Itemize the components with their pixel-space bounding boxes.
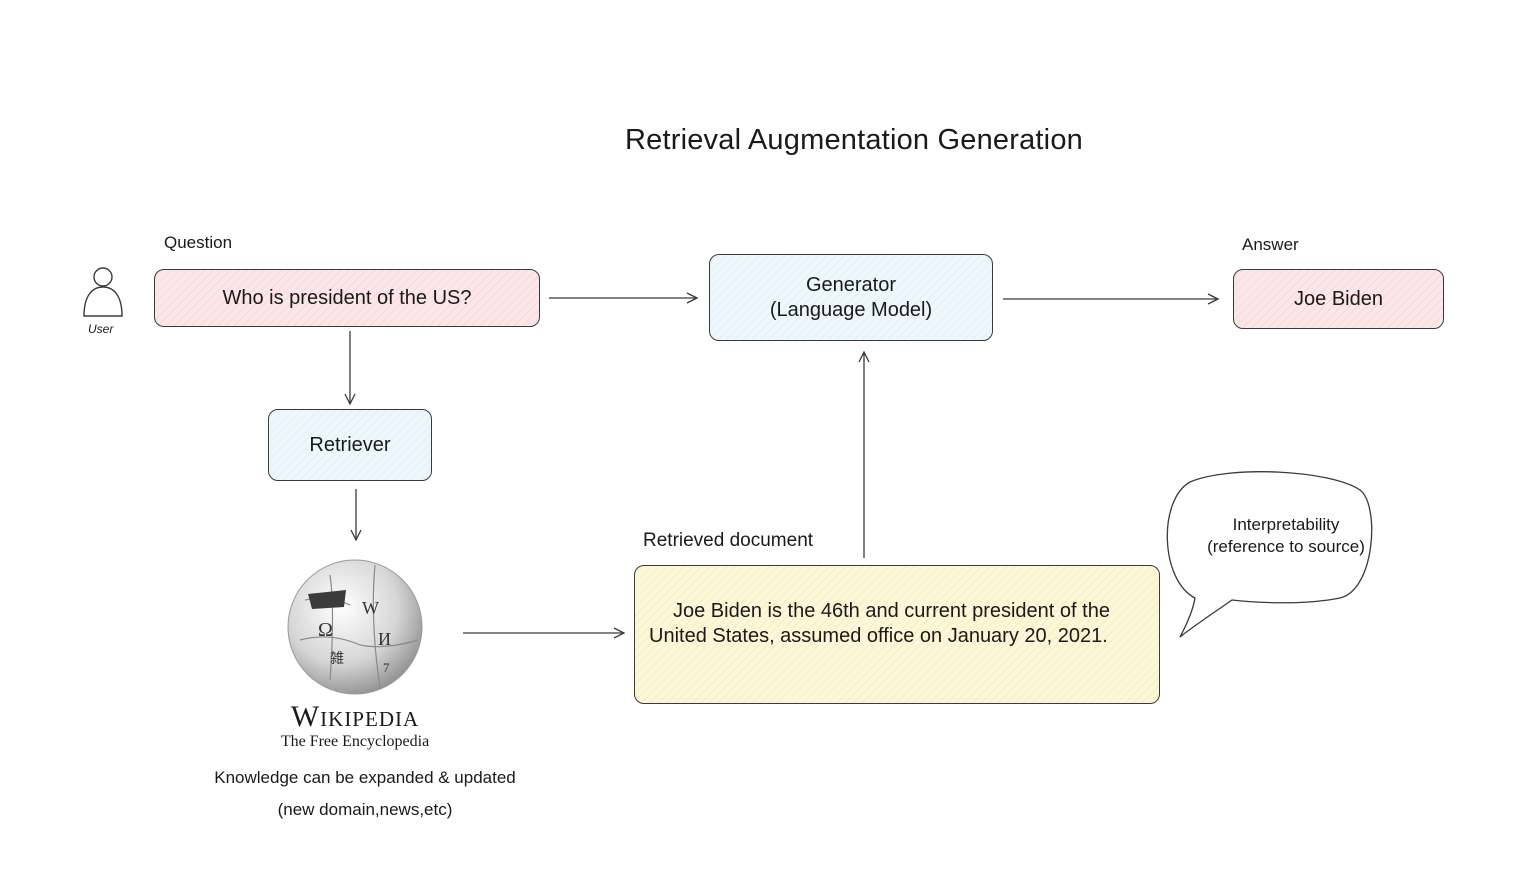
question-text: Who is president of the US? — [222, 286, 472, 309]
svg-text:7: 7 — [383, 660, 390, 675]
callout-bubble — [1166, 471, 1373, 638]
retrieved-document-box: Joe Biden is the 46th and current presid… — [634, 565, 1160, 704]
svg-text:雑: 雑 — [330, 651, 344, 667]
question-heading: Question — [164, 233, 233, 252]
wikipedia-wordmark: Wikipedia — [290, 700, 420, 733]
answer-box: Joe Biden — [1233, 269, 1444, 329]
wikipedia-globe-icon: Ω W И 雑 7 — [287, 559, 423, 695]
svg-text:Ω: Ω — [318, 619, 333, 641]
svg-text:И: И — [378, 629, 391, 649]
knowledge-note-detail: (new domain,news,etc) — [277, 800, 453, 819]
generator-subtitle: (Language Model) — [769, 298, 933, 321]
document-heading: Retrieved document — [643, 530, 814, 551]
callout-title: Interpretability — [1232, 515, 1340, 534]
answer-text: Joe Biden — [1294, 287, 1383, 310]
wikipedia-tagline: The Free Encyclopedia — [280, 733, 430, 750]
user-icon — [83, 267, 123, 317]
knowledge-note: Knowledge can be expanded & updated — [214, 768, 516, 787]
retriever-box: Retriever — [268, 409, 432, 481]
retrieved-document-text: Joe Biden is the 46th and current presid… — [649, 600, 1110, 647]
generator-title: Generator — [805, 273, 897, 296]
user-label: User — [88, 322, 114, 336]
retriever-text: Retriever — [309, 433, 391, 456]
interpretability-callout: Interpretability (reference to source) — [1178, 514, 1394, 558]
answer-heading: Answer — [1242, 235, 1299, 254]
question-box: Who is president of the US? — [154, 269, 540, 327]
callout-subtitle: (reference to source) — [1207, 537, 1365, 556]
diagram-title: Retrieval Augmentation Generation — [625, 124, 1083, 156]
svg-text:W: W — [362, 598, 379, 618]
generator-box: Generator (Language Model) — [709, 254, 993, 341]
